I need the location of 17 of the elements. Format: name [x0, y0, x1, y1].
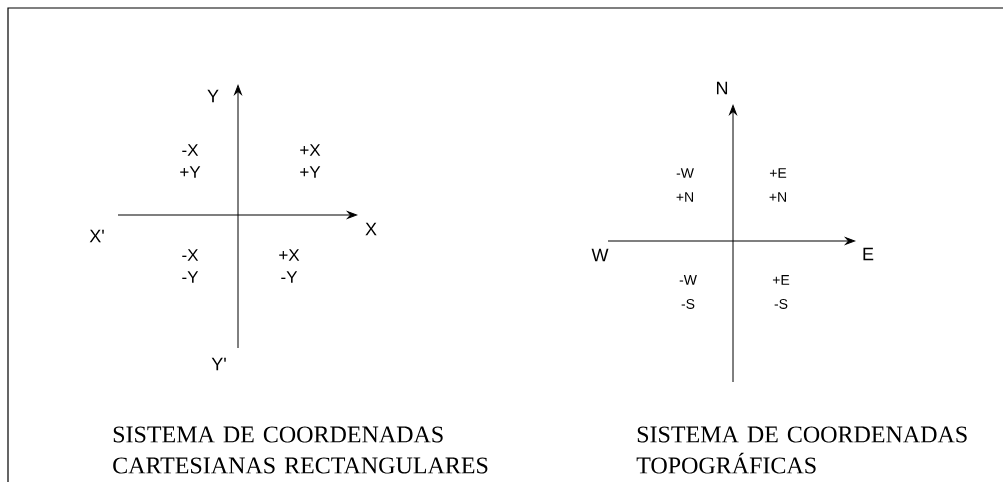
axis-label: Y': [211, 357, 226, 371]
quadrant-sign: +E -S: [772, 275, 790, 309]
axis-label: Y: [207, 89, 219, 103]
axis-label: X': [89, 229, 104, 243]
quadrant-sign: +X -Y: [279, 249, 300, 283]
quadrant-sign: +X +Y: [300, 144, 321, 178]
quadrant-sign: +E +N: [769, 168, 787, 202]
caption: SISTEMA DE COORDENADAS TOPOGRÁFICAS: [636, 426, 967, 474]
quadrant-sign: -X -Y: [182, 249, 199, 283]
axis-label: E: [863, 247, 874, 261]
axis-label: W: [591, 248, 609, 262]
quadrant-sign: -X +Y: [180, 144, 201, 178]
axis-label: X: [365, 222, 377, 236]
quadrant-sign: -W -S: [679, 275, 697, 309]
axis-label: N: [717, 81, 728, 95]
quadrant-sign: -W +N: [676, 168, 694, 202]
caption: SISTEMA DE COORDENADAS CARTESIANAS RECTANGULARES: [113, 426, 488, 474]
